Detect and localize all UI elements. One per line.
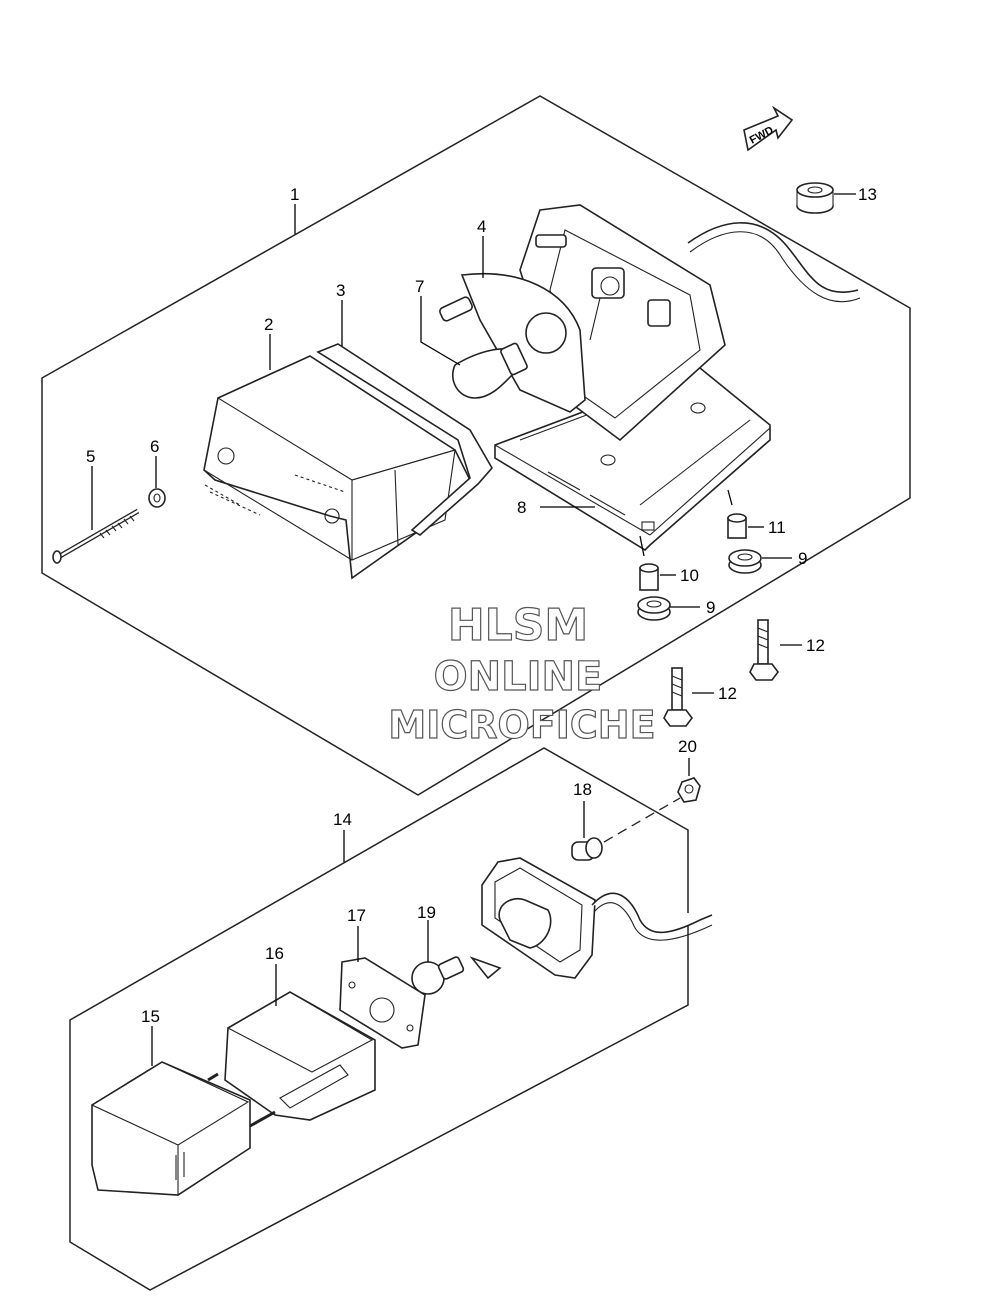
part-2-lens [203,355,471,580]
part-10-spacer [639,563,659,591]
assembly-1-frame [41,95,911,796]
socket-plate [439,272,586,413]
part-18-dash-line [603,797,681,843]
part-18-grommet [571,837,603,861]
leader-8-tick2 [727,489,733,506]
callout-7: 7 [415,277,424,296]
part-9-grommet-lower [637,596,671,621]
callout-3: 3 [336,281,345,300]
part-7-bulb [451,342,528,399]
callout-8: 8 [517,498,526,517]
callout-16: 16 [265,944,284,963]
part-11-spacer [727,513,747,539]
callout-6: 6 [150,437,159,456]
watermark: HLSM ONLINE MICROFICHE [388,599,656,747]
callout-2: 2 [264,315,273,334]
callout-19: 19 [417,903,436,922]
callout-11: 11 [768,518,786,537]
watermark-line-3: MICROFICHE [388,703,655,747]
callout-4: 4 [477,217,486,236]
watermark-line-1: HLSM [448,600,588,651]
watermark-line-2: ONLINE [434,654,603,700]
leader-7 [420,296,461,366]
callout-1: 1 [290,185,299,204]
license-lamp-housing [481,857,713,979]
part-17-gasket [339,957,426,1049]
part-12-bolt-upper [749,619,779,681]
part-5-screw [52,508,140,564]
callout-20: 20 [678,737,697,756]
callout-17: 17 [347,906,366,925]
callout-12-upper: 12 [806,636,825,655]
part-16-lens-cover [224,991,376,1121]
fwd-arrow-icon: FWD [743,105,794,152]
callout-9-upper: 9 [798,549,807,568]
callout-12-lower: 12 [718,684,737,703]
callout-14: 14 [333,810,352,829]
callout-15: 15 [141,1007,160,1026]
callout-5: 5 [86,447,95,466]
assembly-14-frame [69,747,689,1291]
part-19-bulb [411,956,502,995]
callout-9-lower: 9 [706,598,715,617]
part-15-lens [90,1061,276,1196]
callout-13: 13 [858,185,877,204]
part-6-washer [148,488,166,508]
part-8-bracket-plate [494,367,771,552]
part-13-grommet [796,182,834,214]
callout-18: 18 [573,780,592,799]
part-12-bolt-lower [663,667,693,727]
callout-10: 10 [680,566,699,585]
leader-8-tick [639,535,645,557]
part-3-gasket [316,343,493,536]
part-9-grommet-upper [728,549,762,574]
part-20-nut [677,777,701,803]
